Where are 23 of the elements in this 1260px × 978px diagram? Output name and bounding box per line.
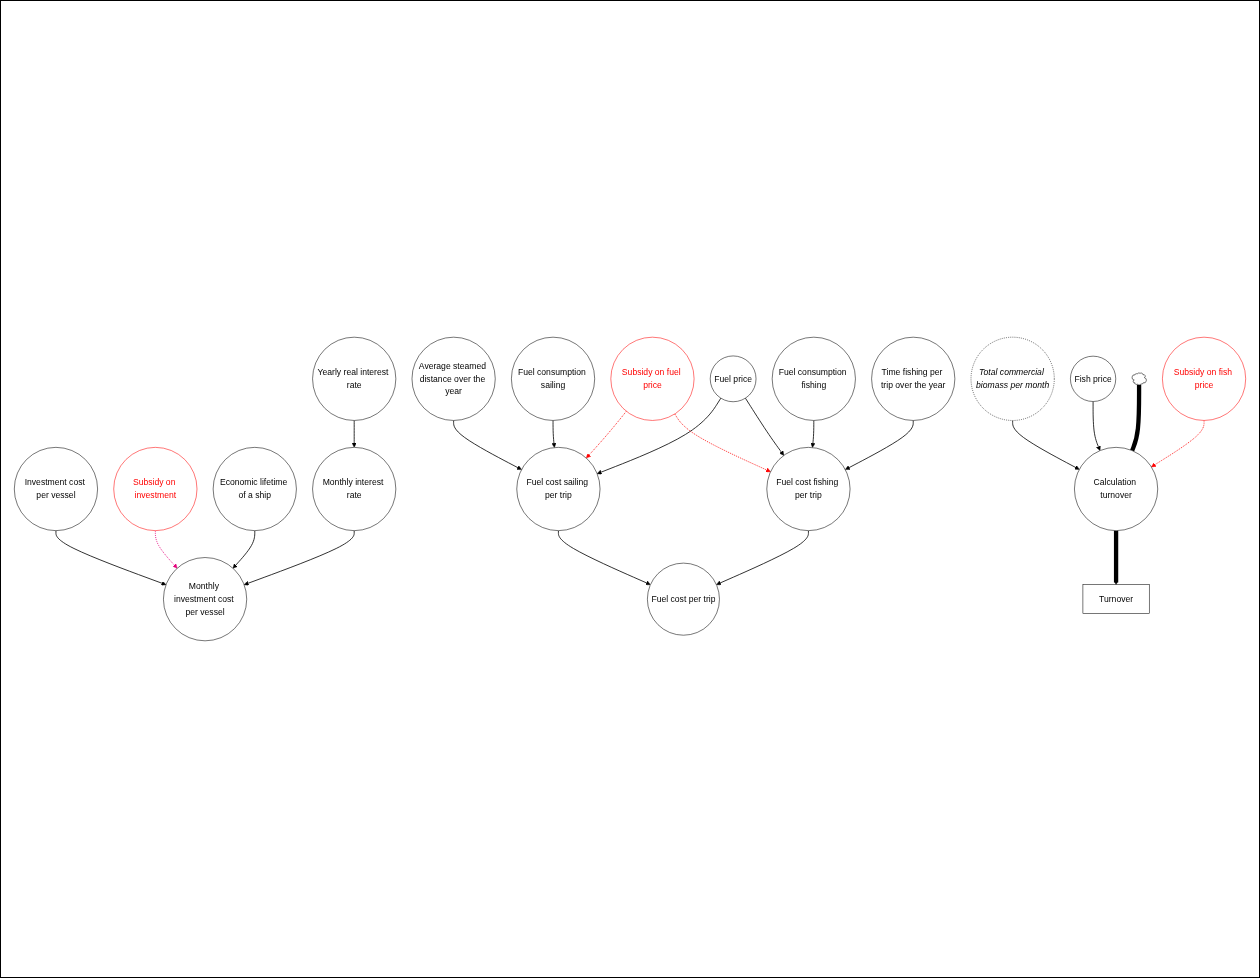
node-circle: Monthly investment cost per vessel — [163, 557, 247, 642]
node-circle: Fuel cost sailing per trip — [516, 447, 601, 531]
node-circle: Subsidy on investment — [113, 447, 198, 531]
connector — [1130, 384, 1142, 452]
node-circle: Investment cost per vessel — [14, 447, 98, 531]
node-cloud — [1131, 372, 1147, 386]
node-circle: Fuel consumption sailing — [511, 336, 595, 421]
node-circle: Subsidy on fuel price — [610, 336, 695, 421]
node-circle: Time fishing per trip over the year — [871, 336, 956, 421]
node-circle: Yearly real interest rate — [312, 336, 397, 421]
arrow — [1113, 530, 1119, 585]
node-circle: Economic lifetime of a ship — [212, 447, 297, 531]
node-circle: Fuel consumption fishing — [771, 336, 856, 421]
node-circle: Fuel cost fishing per trip — [766, 447, 851, 531]
node-circle: Average steamed distance over the year — [411, 336, 496, 421]
node-box: Turnover — [1082, 584, 1150, 614]
node-circle: Total commercial biomass per month — [970, 336, 1055, 421]
node-circle: Fuel cost per trip — [647, 562, 720, 636]
node-circle: Fuel price — [709, 355, 757, 402]
node-circle: Calculation turnover — [1074, 447, 1158, 531]
node-circle: Monthly interest rate — [312, 447, 397, 531]
node-circle: Subsidy on fish price — [1162, 336, 1246, 421]
node-circle: Fish price — [1070, 355, 1116, 402]
